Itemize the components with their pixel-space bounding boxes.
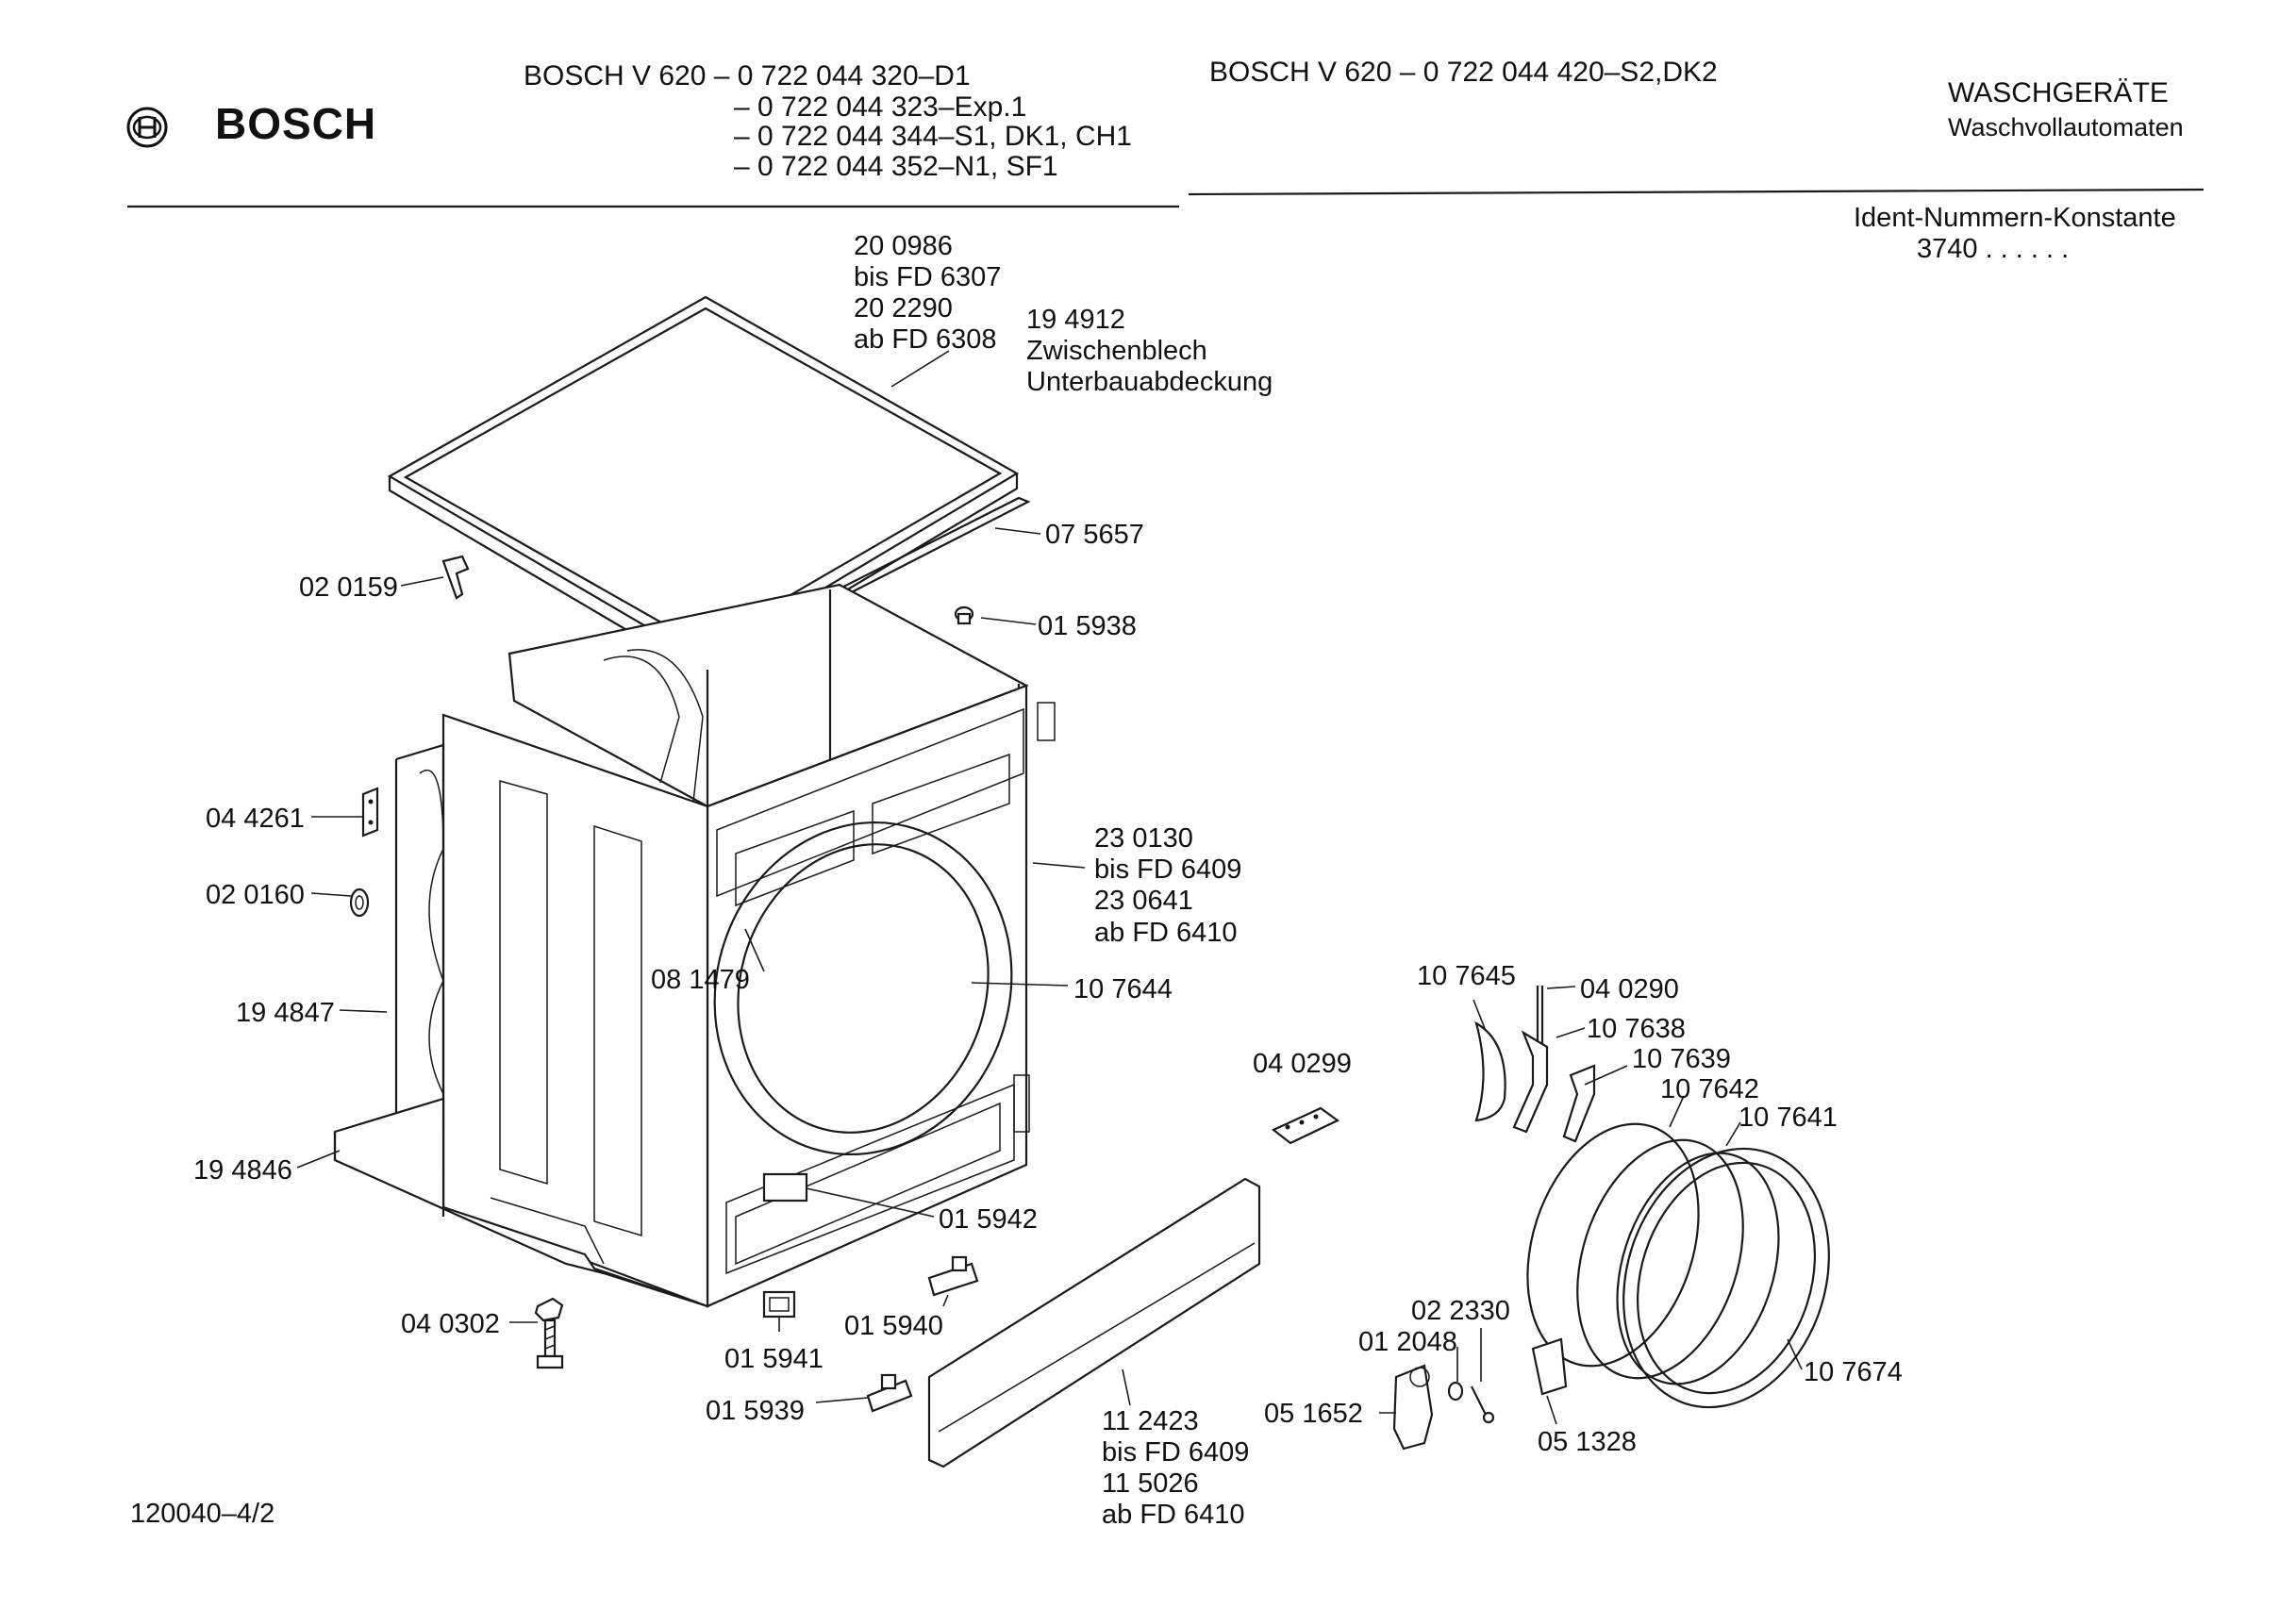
label-107642: 10 7642	[1660, 1074, 1759, 1104]
label-front-1-range: bis FD 6409	[1094, 854, 1242, 885]
label-044261: 04 4261	[206, 804, 305, 834]
label-intermediate-name: Zwischenblech	[1026, 336, 1207, 366]
label-plinth-1-range: bis FD 6409	[1102, 1437, 1250, 1468]
label-015938: 01 5938	[1038, 611, 1137, 641]
label-194846: 19 4846	[193, 1155, 292, 1186]
plate-040299	[1271, 1106, 1340, 1145]
label-194847: 19 4847	[236, 998, 335, 1028]
label-intermediate-name2: Unterbauabdeckung	[1026, 367, 1273, 397]
clip-015942	[762, 1172, 808, 1203]
label-020160: 02 0160	[206, 880, 305, 910]
plinth-panel	[927, 1177, 1261, 1468]
cabinet-frame	[333, 583, 1056, 1308]
label-012048: 01 2048	[1358, 1327, 1457, 1357]
label-top-cover-2-range: ab FD 6308	[854, 324, 997, 355]
label-intermediate-no: 19 4912	[1026, 305, 1125, 335]
label-081479: 08 1479	[651, 965, 750, 995]
clip-015941	[762, 1290, 796, 1319]
label-plinth-2-range: ab FD 6410	[1102, 1500, 1245, 1530]
lock-051652	[1392, 1364, 1434, 1451]
label-front-1: 23 0130	[1094, 823, 1193, 854]
bracket-044261	[361, 787, 379, 838]
model-line-1: BOSCH V 620 – 0 722 044 320–D1	[524, 60, 971, 91]
model-line-3: – 0 722 044 344–S1, DK1, CH1	[734, 121, 1132, 152]
label-top-cover-1-range: bis FD 6307	[854, 262, 1002, 292]
label-top-cover-1: 20 0986	[854, 231, 953, 261]
model-line-2: – 0 722 044 323–Exp.1	[734, 91, 1027, 123]
clip-020159	[441, 555, 470, 600]
label-107644: 10 7644	[1073, 974, 1173, 1004]
label-107639: 10 7639	[1632, 1044, 1731, 1074]
label-040290: 04 0290	[1580, 974, 1679, 1004]
label-040302: 04 0302	[401, 1309, 500, 1339]
bosch-anchor-logo-icon	[126, 107, 168, 148]
label-015940: 01 5940	[844, 1311, 943, 1341]
label-015941: 01 5941	[724, 1344, 824, 1374]
foot-040302	[534, 1297, 564, 1369]
label-top-cover-2: 20 2290	[854, 293, 953, 323]
intermediate-sheet-strip	[716, 496, 1031, 657]
clip-015940	[927, 1255, 979, 1297]
leader-lines	[296, 350, 1803, 1425]
label-051328: 05 1328	[1538, 1427, 1637, 1457]
label-107641: 10 7641	[1739, 1103, 1838, 1133]
drawing-number: 120040–4/2	[130, 1499, 275, 1529]
model-line-4: – 0 722 044 352–N1, SF1	[734, 151, 1058, 182]
label-plinth-1: 11 2423	[1102, 1406, 1199, 1436]
catch-051328	[1531, 1337, 1568, 1396]
label-107638: 10 7638	[1587, 1014, 1686, 1044]
label-022330: 02 2330	[1411, 1296, 1510, 1326]
label-051652: 05 1652	[1264, 1399, 1363, 1429]
brand-logo-text: BOSCH	[215, 99, 377, 148]
label-020159: 02 0159	[299, 572, 398, 603]
grommet-020160	[349, 887, 370, 918]
ident-value: 3740 . . . . . .	[1917, 234, 2070, 264]
label-front-2: 23 0641	[1094, 886, 1193, 916]
hinge-107638	[1512, 1030, 1549, 1134]
door-assembly	[1526, 1122, 1830, 1409]
ident-label: Ident-Nummern-Konstante	[1854, 203, 2176, 233]
header-rule-right	[1188, 188, 2204, 196]
label-plinth-2: 11 5026	[1102, 1468, 1199, 1499]
label-015939: 01 5939	[706, 1396, 805, 1426]
screw-022330	[1471, 1385, 1495, 1424]
top-cover-part	[387, 295, 1020, 677]
category: WASCHGERÄTE	[1948, 77, 2169, 108]
bushing-015938	[954, 605, 974, 625]
model-right: BOSCH V 620 – 0 722 044 420–S2,DK2	[1209, 57, 1718, 88]
clip-015939	[866, 1373, 913, 1413]
label-107645: 10 7645	[1417, 961, 1516, 991]
hinge-107645	[1474, 1020, 1506, 1122]
label-015942: 01 5942	[939, 1204, 1038, 1235]
washer-012048	[1447, 1381, 1464, 1402]
label-front-2-range: ab FD 6410	[1094, 918, 1238, 948]
hinge-107639	[1562, 1064, 1596, 1143]
subcategory: Waschvollautomaten	[1948, 113, 2184, 141]
label-040299: 04 0299	[1253, 1049, 1352, 1079]
label-075657: 07 5657	[1045, 520, 1144, 550]
label-107674: 10 7674	[1804, 1357, 1903, 1387]
